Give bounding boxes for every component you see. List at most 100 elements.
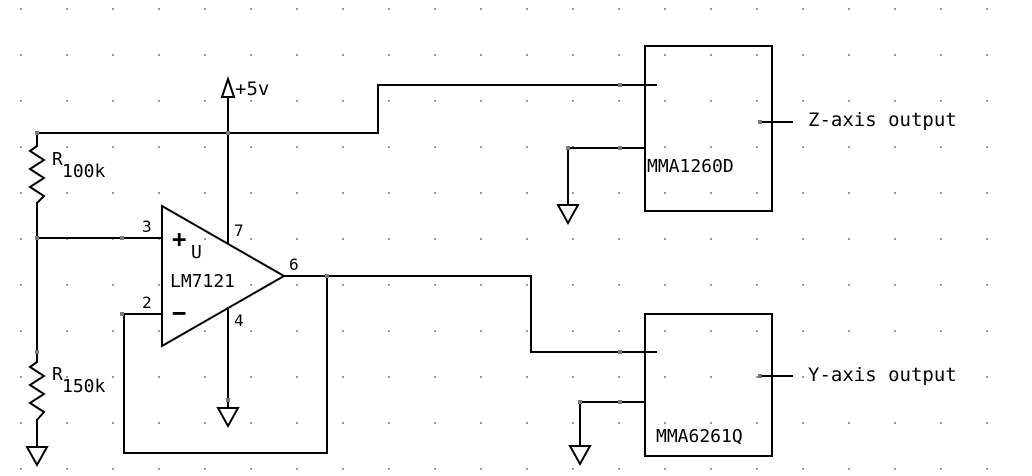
grid-dot [112,192,114,194]
grid-dot [434,192,436,194]
grid-dot [894,8,896,10]
grid-dot [342,376,344,378]
grid-dot [204,422,206,424]
grid-dot [572,8,574,10]
grid-dot [20,422,22,424]
wire-top-rail [36,84,657,134]
grid-dot [618,468,620,470]
grid-dot [388,238,390,240]
grid-dot [894,146,896,148]
grid-dot [434,468,436,470]
grid-dot [756,330,758,332]
grid-dot [802,100,804,102]
grid-dot [66,146,68,148]
grid-dot [618,8,620,10]
grid-dot [66,330,68,332]
ground-icon [25,446,49,468]
grid-dot [296,468,298,470]
grid-dot [526,422,528,424]
grid-dot [940,8,942,10]
resistor-symbol: R [52,149,63,170]
grid-dot [342,468,344,470]
grid-dot [526,146,528,148]
grid-dot [480,238,482,240]
grid-dot [526,468,528,470]
grid-dot [802,8,804,10]
resistor-zigzag-icon [28,361,46,421]
grid-dot [664,192,666,194]
grid-dot [342,238,344,240]
grid-dot [848,192,850,194]
ground-icon [568,445,592,467]
grid-dot [158,468,160,470]
grid-dot [20,146,22,148]
grid-dot [480,468,482,470]
grid-dot [664,330,666,332]
grid-dot [296,54,298,56]
grid-dot [848,376,850,378]
grid-dot [848,468,850,470]
supply-label: +5v [235,78,269,100]
grid-dot [434,146,436,148]
grid-dot [20,100,22,102]
grid-dot [618,100,620,102]
grid-dot [388,100,390,102]
grid-dot [756,8,758,10]
grid-dot [434,330,436,332]
grid-dot [710,146,712,148]
opamp-unit-label: U [191,242,202,263]
grid-dot [250,330,252,332]
grid-dot [204,192,206,194]
grid-dot [388,8,390,10]
grid-dot [802,376,804,378]
grid-dot [342,192,344,194]
grid-dot [618,238,620,240]
opamp-part-label: LM7121 [170,271,235,292]
grid-dot [756,284,758,286]
grid-dot [296,100,298,102]
grid-dot [986,422,988,424]
grid-dot [618,376,620,378]
grid-dot [986,330,988,332]
grid-dot [388,284,390,286]
grid-dot [940,54,942,56]
opamp-pin-2: 2 [142,293,152,312]
node-dot [566,146,570,150]
grid-dot [756,238,758,240]
grid-dot [572,284,574,286]
grid-dot [710,54,712,56]
grid-dot [618,192,620,194]
grid-dot [986,284,988,286]
grid-dot [250,54,252,56]
grid-dot [66,8,68,10]
resistor-value: 150k [62,376,106,397]
grid-dot [710,100,712,102]
grid-dot [756,192,758,194]
sensor-mma1260d: MMA1260D Z-axis output [644,45,957,212]
grid-dot [894,238,896,240]
grid-dot [480,192,482,194]
node-dot [35,131,39,135]
sensor-mma6261q: MMA6261Q Y-axis output [644,313,957,457]
grid-dot [710,8,712,10]
grid-dot [204,146,206,148]
node-dot [35,350,39,354]
grid-dot [664,146,666,148]
grid-dot [664,100,666,102]
grid-dot [986,238,988,240]
grid-dot [572,330,574,332]
grid-dot [848,330,850,332]
grid-dot [756,376,758,378]
grid-dot [710,330,712,332]
sensor-box [644,45,773,212]
grid-dot [710,376,712,378]
resistor-zigzag-icon [28,145,46,204]
grid-dot [112,146,114,148]
grid-dot [342,284,344,286]
grid-dot [112,100,114,102]
grid-dot [388,146,390,148]
grid-dot [802,238,804,240]
grid-dot [940,146,942,148]
grid-dot [756,422,758,424]
grid-dot [802,192,804,194]
